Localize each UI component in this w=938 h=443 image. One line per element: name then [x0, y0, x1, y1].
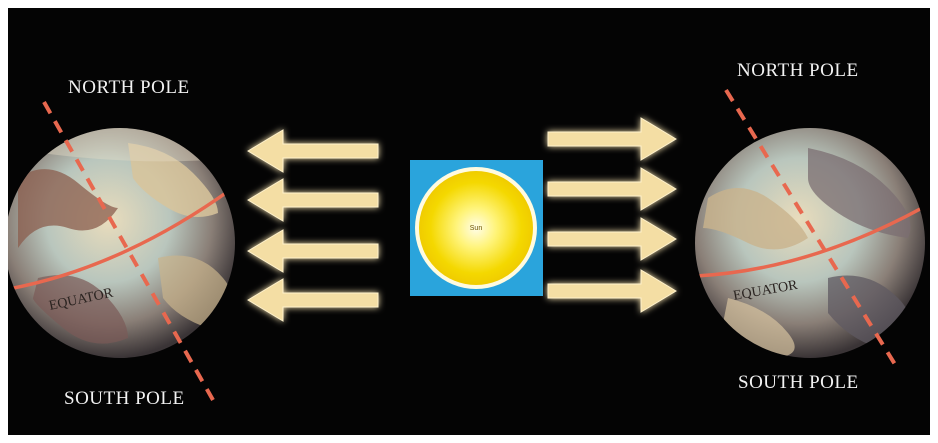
left-north-pole-label: NORTH POLE	[68, 77, 190, 99]
arrow-left-icon	[248, 130, 378, 172]
arrow-right-icon	[548, 168, 676, 210]
left-south-pole-label: SOUTH POLE	[64, 388, 185, 410]
arrow-left-icon	[248, 179, 378, 221]
diagram-canvas: EQUATOR EQUATOR Sun	[8, 8, 930, 435]
left-arrow-group	[248, 130, 378, 321]
arrow-right-icon	[548, 118, 676, 160]
arrow-left-icon	[248, 230, 378, 272]
sun-label: Sun	[470, 225, 483, 232]
sun-panel: Sun	[410, 160, 543, 296]
right-arrow-group	[548, 118, 676, 312]
right-earth-globe	[695, 128, 925, 358]
arrow-right-icon	[548, 270, 676, 312]
right-north-pole-label: NORTH POLE	[737, 60, 859, 82]
arrow-left-icon	[248, 279, 378, 321]
right-south-pole-label: SOUTH POLE	[738, 372, 859, 394]
arrow-right-icon	[548, 218, 676, 260]
